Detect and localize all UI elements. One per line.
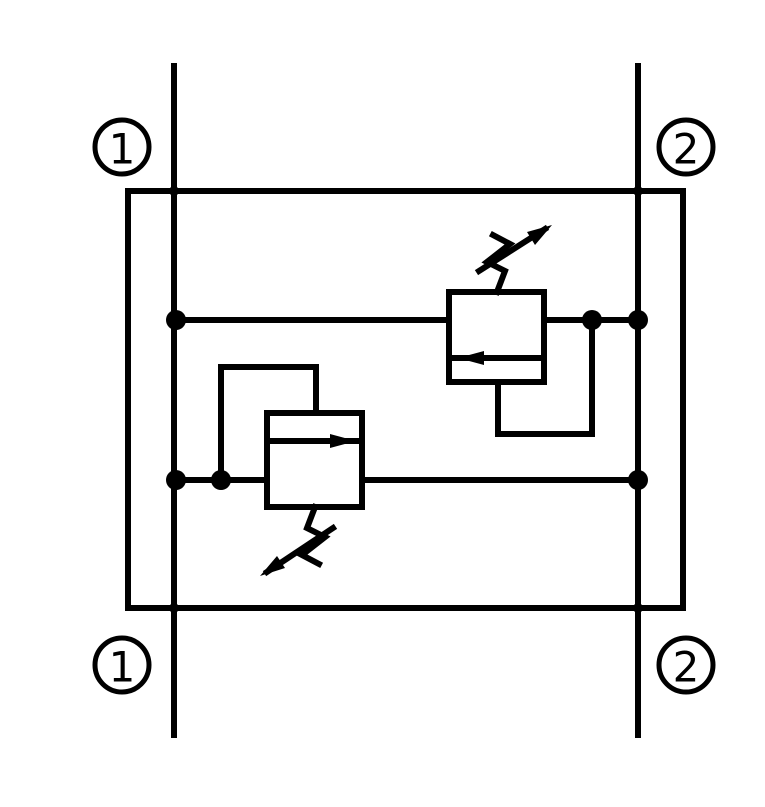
lower-spring-arrow-head: [260, 556, 285, 576]
junction-bottom-left-frame: [169, 603, 179, 613]
upper-spring-icon: [481, 230, 516, 296]
valve-enclosure: [125, 188, 686, 611]
port-1-top-marker: 1: [92, 117, 152, 177]
port-1-top-label: 1: [109, 125, 136, 174]
upper-spring-arrow-head: [527, 225, 552, 245]
port-2-top-marker: 2: [656, 117, 716, 177]
upper-relief-valve: [446, 224, 595, 437]
lower-valve-body: [264, 410, 365, 510]
upper-pilot-line: [495, 317, 595, 437]
junction-upper-left: [166, 310, 186, 330]
junction-lower-right: [628, 470, 648, 490]
junction-upper-right: [628, 310, 648, 330]
port-1-bottom-label: 1: [109, 643, 136, 692]
lower-pilot-line: [218, 364, 319, 483]
junction-top-right-frame: [633, 186, 643, 196]
upper-valve-arrow-head: [458, 351, 484, 365]
port-2-top-label: 2: [673, 125, 700, 174]
lower-relief-valve: [218, 364, 365, 577]
lower-spring-icon: [296, 503, 331, 569]
junction-lower-left: [166, 470, 186, 490]
junction-bottom-right-frame: [633, 603, 643, 613]
port-2-bottom-marker: 2: [656, 635, 716, 695]
junction-top-left-frame: [169, 186, 179, 196]
port-1-bottom-marker: 1: [92, 635, 152, 695]
lower-valve-arrow-head: [330, 434, 356, 448]
port-2-bottom-label: 2: [673, 643, 700, 692]
upper-valve-body: [446, 289, 547, 385]
